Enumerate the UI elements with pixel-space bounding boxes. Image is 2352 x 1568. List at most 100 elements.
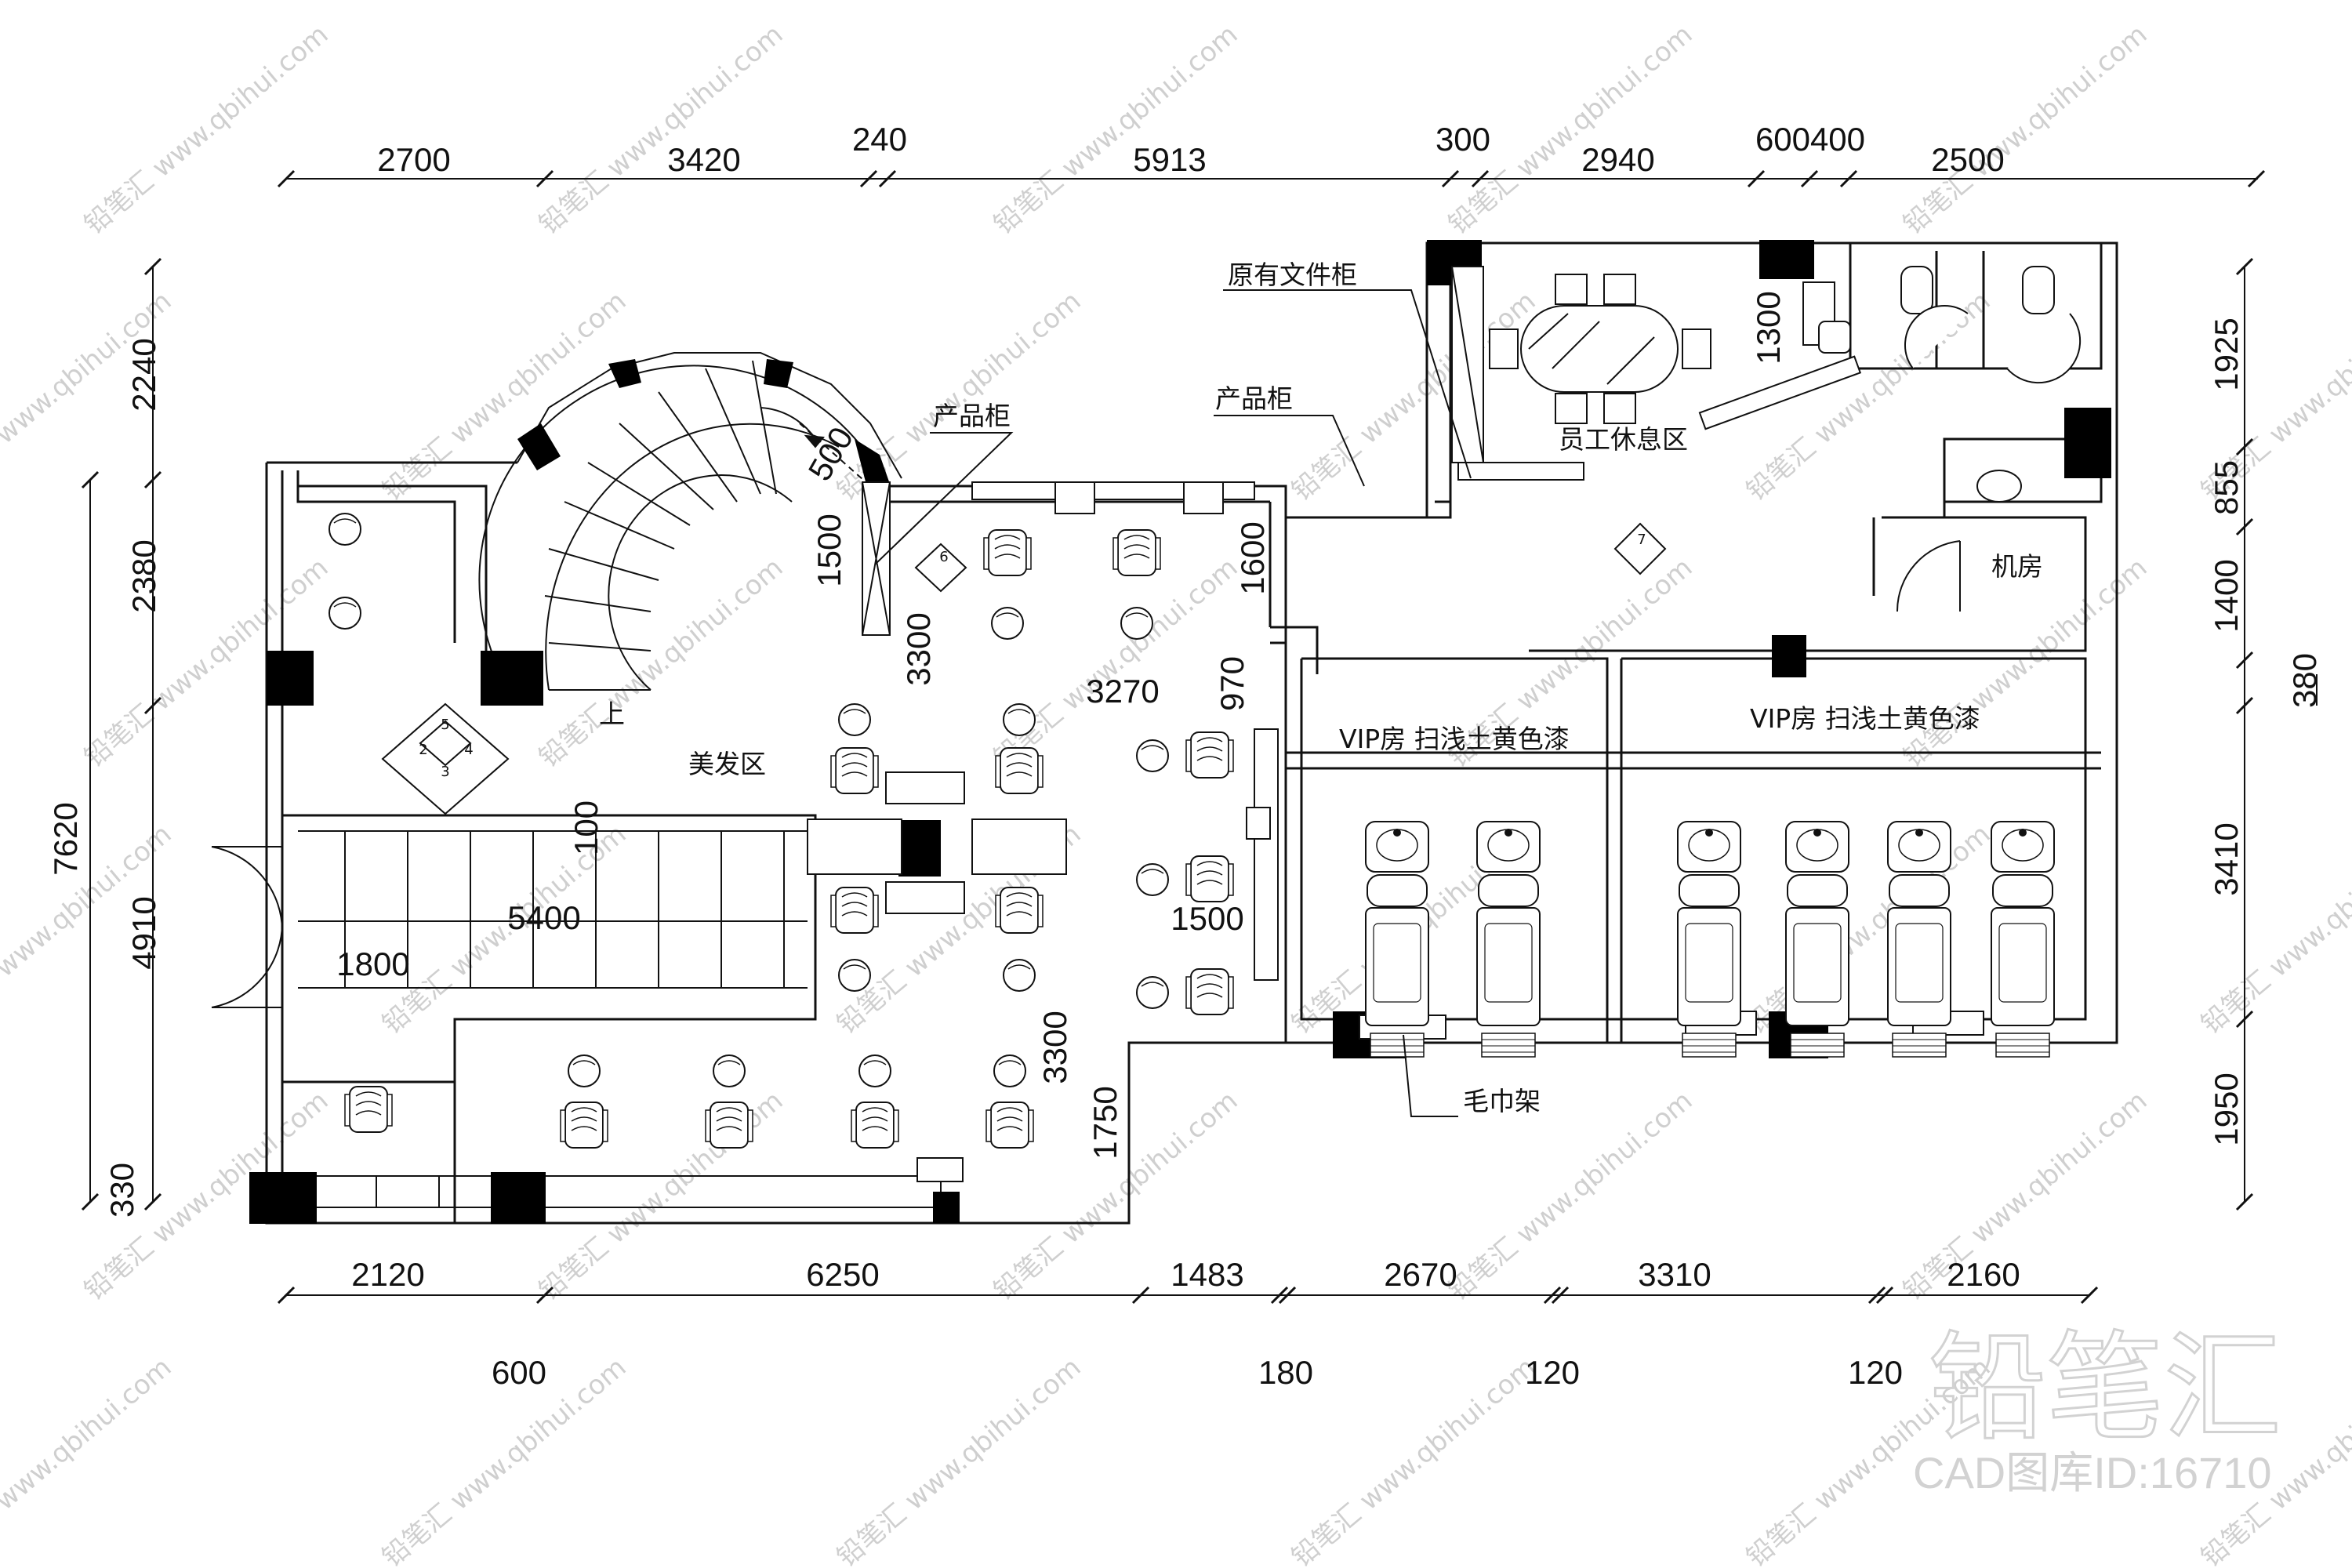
watermark-text: 铅笔汇 www.qbihui.com [1740,818,1996,1040]
dim-top-6: 600 [1755,121,1810,158]
label-product-cabinet-b: 产品柜 [1215,383,1293,414]
dimension-tick [878,169,897,188]
dim-left-4: 330 [103,1163,140,1218]
dimension-tick [1131,1286,1150,1305]
dim-bottom2-2: 120 [1525,1354,1580,1391]
dim-right-0: 1925 [2208,318,2245,390]
dimension-ticks [81,169,2266,1305]
dim-5400: 5400 [507,899,580,936]
brand-watermark: 铅笔汇 CAD图库ID:16710 [1913,1319,2283,1498]
dim-cab-1500: 1500 [811,514,848,586]
dim-top-4: 300 [1436,121,1490,158]
dimension-tick [81,470,100,489]
dimension-tick [143,470,162,489]
dimension-tick [2235,437,2254,456]
dimension-tick [2235,257,2254,276]
dim-bottom-2: 1483 [1171,1256,1243,1293]
watermark-text: 铅笔汇 www.qbihui.com [831,1352,1087,1568]
watermark-text: 铅笔汇 www.qbihui.com [1897,1085,2153,1307]
label-original-file-cabinet: 原有文件柜 [1228,260,1357,290]
dim-bottom2-0: 600 [492,1354,546,1391]
dimension-tick [1471,169,1490,188]
dim-top-1: 3420 [667,141,740,178]
watermark-text: 铅笔汇 www.qbihui.com [1897,552,2153,774]
index-3: 3 [441,764,449,780]
index-4: 4 [464,742,473,758]
dim-right-3: 380 [2286,653,2323,708]
label-vip-room-2: VIP房 扫浅土黄色漆 [1750,703,1980,734]
dim-top-3: 5913 [1133,141,1206,178]
index-6: 6 [939,549,948,565]
label-vip-room-1: VIP房 扫浅土黄色漆 [1339,724,1570,754]
dim-left-3: 4910 [125,896,162,969]
watermark-text: 铅笔汇 www.qbihui.com [988,19,1243,241]
label-product-cabinet-a: 产品柜 [933,401,1011,431]
styling-chairs [344,529,1234,1149]
staff-lounge-table [1489,274,1851,424]
dimension-tick [1875,1286,1894,1305]
dimension-tick [1441,169,1460,188]
brand-title: 铅笔汇 [1929,1320,2281,1457]
watermark-text: 铅笔汇 www.qbihui.com [533,552,789,774]
dim-bottom-0: 2120 [351,1256,424,1293]
dim-970: 970 [1214,656,1250,711]
dimension-tick [859,169,878,188]
dimension-tick [2235,517,2254,536]
dimension-tick [2235,1010,2254,1029]
index-5: 5 [441,717,449,733]
wash-beds [1365,821,2055,1058]
plan-text: 2700 3420 240 5913 300 2940 600 400 2500… [47,121,2323,1391]
index-2: 2 [419,742,427,758]
dim-left-2: 2380 [125,539,162,612]
dimension-tick [535,169,554,188]
dim-left-0: 2240 [125,338,162,411]
dim-1500-mid: 1500 [1171,900,1243,937]
dim-cab-1600: 1600 [1234,521,1271,594]
dim-top-2: 240 [852,121,907,158]
index-7: 7 [1637,532,1646,548]
dimension-tick [2235,1192,2254,1211]
dim-bottom2-3: 120 [1848,1354,1903,1391]
label-staff-lounge: 员工休息区 [1559,424,1688,455]
dim-right-1: 855 [2208,460,2245,515]
label-stairs-up: 上 [599,699,625,729]
dimension-tick [1551,1286,1570,1305]
dimension-tick [2235,696,2254,715]
dimension-tick [1543,1286,1562,1305]
dimension-tick [277,169,296,188]
dimension-tick [1839,169,1858,188]
dim-bottom-3: 2670 [1384,1256,1457,1293]
dim-bottom-5: 2160 [1947,1256,2020,1293]
dimension-tick [1270,1286,1289,1305]
dimension-tick [1800,169,1819,188]
dimension-tick [1747,169,1766,188]
dim-3270: 3270 [1086,673,1159,710]
watermark-text: 铅笔汇 www.qbihui.com [78,19,334,241]
dim-bottom2-1: 180 [1258,1354,1313,1391]
dimension-tick [143,257,162,276]
label-hair-area: 美发区 [688,749,766,779]
index-numbers: 5 2 4 3 6 7 [419,532,1646,780]
dimension-tick [535,1286,554,1305]
dim-1800: 1800 [336,946,409,982]
dim-left-1: 7620 [47,802,84,875]
dim-bottom-1: 6250 [806,1256,879,1293]
dimension-tick [2247,169,2266,188]
label-towel-rack: 毛巾架 [1463,1086,1541,1116]
watermark-text: 铅笔汇 www.qbihui.com [533,19,789,241]
dimension-tick [277,1286,296,1305]
dimension-tick [81,1192,100,1211]
watermark-text: 铅笔汇 www.qbihui.com [1897,19,2153,241]
dim-right-4: 3410 [2208,822,2245,895]
dimension-tick [2235,651,2254,670]
dimension-tick [143,1192,162,1211]
index-marks [381,522,1667,815]
dim-3300-top: 3300 [900,612,937,685]
dim-3300-bottom: 3300 [1036,1011,1073,1083]
dim-1750: 1750 [1087,1086,1123,1159]
dim-top-5: 2940 [1581,141,1654,178]
watermark-text: 铅笔汇 www.qbihui.com [1286,1352,1541,1568]
dim-right-5: 1950 [2208,1073,2245,1145]
restroom-fixtures [1896,266,2082,612]
dim-bottom-4: 3310 [1638,1256,1711,1293]
